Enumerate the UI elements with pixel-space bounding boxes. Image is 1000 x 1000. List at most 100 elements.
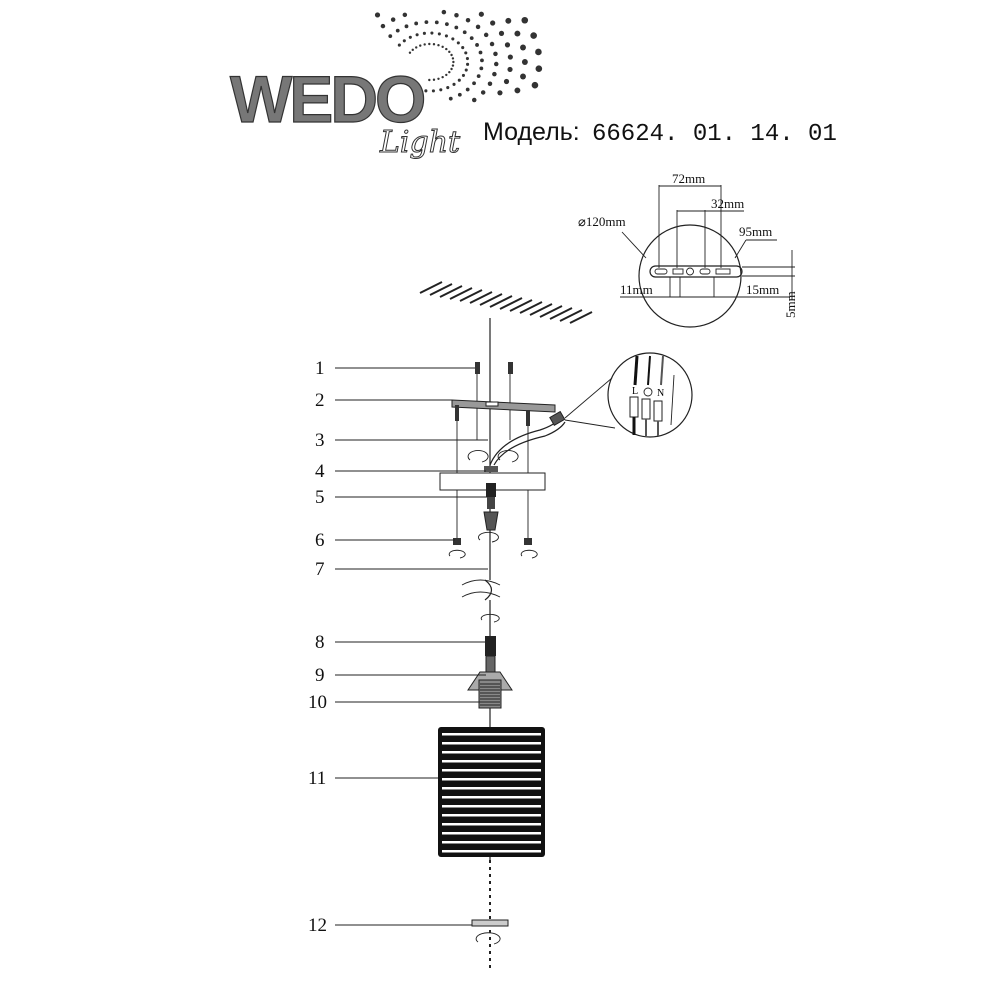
swirl-dot [520, 73, 526, 80]
swirl-dot [480, 90, 486, 95]
wire-live-label: L [632, 386, 638, 397]
dim-5mm: 5mm [783, 291, 798, 318]
swirl-dot [521, 16, 529, 24]
swirl-dot [422, 31, 426, 35]
hatch-line [459, 289, 483, 302]
swirl-dot [441, 45, 444, 49]
swirl-dot [437, 44, 440, 47]
swirl-dot [424, 20, 429, 24]
swirl-dot [444, 34, 448, 38]
hatch-line [439, 285, 463, 298]
swirl-dot [408, 51, 412, 54]
swirl-dot [476, 74, 481, 78]
swirl-dot [404, 24, 409, 29]
hatch-line [469, 291, 493, 304]
swirl-dot [450, 53, 453, 57]
swirl-dot [444, 22, 449, 27]
swirl-dot [434, 20, 439, 25]
swirl-dot [452, 82, 456, 86]
swirl-dot [424, 89, 428, 93]
ceiling-hatch [410, 281, 593, 348]
swirl-dot [493, 61, 499, 67]
swirl-dot [432, 43, 436, 46]
mounting-bar [451, 399, 556, 540]
swirl-dot [504, 42, 511, 48]
swirl-dot [465, 17, 471, 23]
swirl-dot [466, 62, 470, 66]
swirl-dot [479, 66, 484, 71]
part-label-11: 11 [308, 768, 326, 789]
hatch-line [479, 293, 503, 306]
part-label-3: 3 [315, 430, 325, 451]
hatch-line [499, 297, 523, 310]
swirl-dot [445, 73, 448, 77]
shade-stripe [442, 823, 541, 826]
part-label-9: 9 [315, 665, 325, 686]
swirl-dot [431, 89, 435, 93]
swirl-dot [507, 54, 513, 60]
part-label-5: 5 [315, 487, 325, 508]
logo-swirl [374, 9, 543, 103]
hatch-line [569, 311, 593, 324]
canopy-nuts [448, 538, 538, 623]
dim-72mm: 72mm [672, 171, 705, 186]
bottom-cap [471, 919, 509, 945]
shade-stripe [442, 760, 541, 763]
hatch-line [549, 307, 573, 320]
swirl-dot [437, 32, 441, 36]
swirl-dot [430, 31, 434, 35]
hatch-line [509, 299, 533, 312]
swirl-dot [452, 60, 455, 64]
swirl-dot [408, 35, 412, 39]
dim-32mm: 32mm [711, 196, 744, 211]
wiring-detail: L N [564, 352, 693, 438]
swirl-dot [395, 28, 400, 33]
swirl-dot [445, 47, 448, 51]
shade-stripe [442, 733, 541, 736]
brand-logo: WEDO Light [229, 61, 461, 160]
wire-neutral-label: N [657, 388, 664, 399]
swirl-dot [483, 32, 489, 38]
shade-stripe [442, 796, 541, 799]
swirl-dot [415, 46, 418, 49]
hatch-line [489, 295, 513, 308]
dim-95mm: 95mm [739, 224, 772, 239]
hatch-line [519, 301, 543, 314]
swirl-dot [450, 67, 453, 71]
swirl-dot [448, 50, 451, 54]
swirl-dot [472, 81, 476, 86]
shade-stripe [442, 841, 541, 844]
swirl-dot [451, 37, 455, 41]
swirl-dot [487, 81, 493, 86]
lamp-socket [467, 636, 513, 709]
ground-icon [643, 387, 653, 397]
swirl-dot [454, 25, 459, 30]
hatch-line [429, 283, 453, 296]
swirl-dot [475, 43, 479, 47]
part-label-6: 6 [315, 530, 325, 551]
hatch-line [419, 281, 443, 294]
swirl-dot [498, 30, 505, 36]
shade-stripe [442, 805, 541, 808]
swirl-dot [451, 57, 455, 60]
swirl-dot [480, 58, 484, 63]
swirl-dot [503, 78, 510, 85]
hatch-line [559, 309, 583, 322]
swirl-dot [489, 41, 495, 47]
supply-wires [467, 410, 566, 472]
part-label-4: 4 [315, 461, 325, 482]
swirl-dot [448, 96, 453, 101]
swirl-dot [432, 78, 436, 81]
swirl-dot [402, 12, 408, 18]
swirl-dot [535, 48, 542, 56]
swirl-dot [437, 77, 440, 80]
swirl-dot [478, 50, 483, 55]
shade-stripe [442, 778, 541, 781]
shade-stripe [442, 751, 541, 754]
swirl-dot [530, 32, 537, 39]
swirl-dot [441, 75, 444, 79]
swirl-dot [492, 71, 497, 77]
swirl-dot [397, 43, 401, 47]
brand-script: Light [379, 125, 461, 160]
